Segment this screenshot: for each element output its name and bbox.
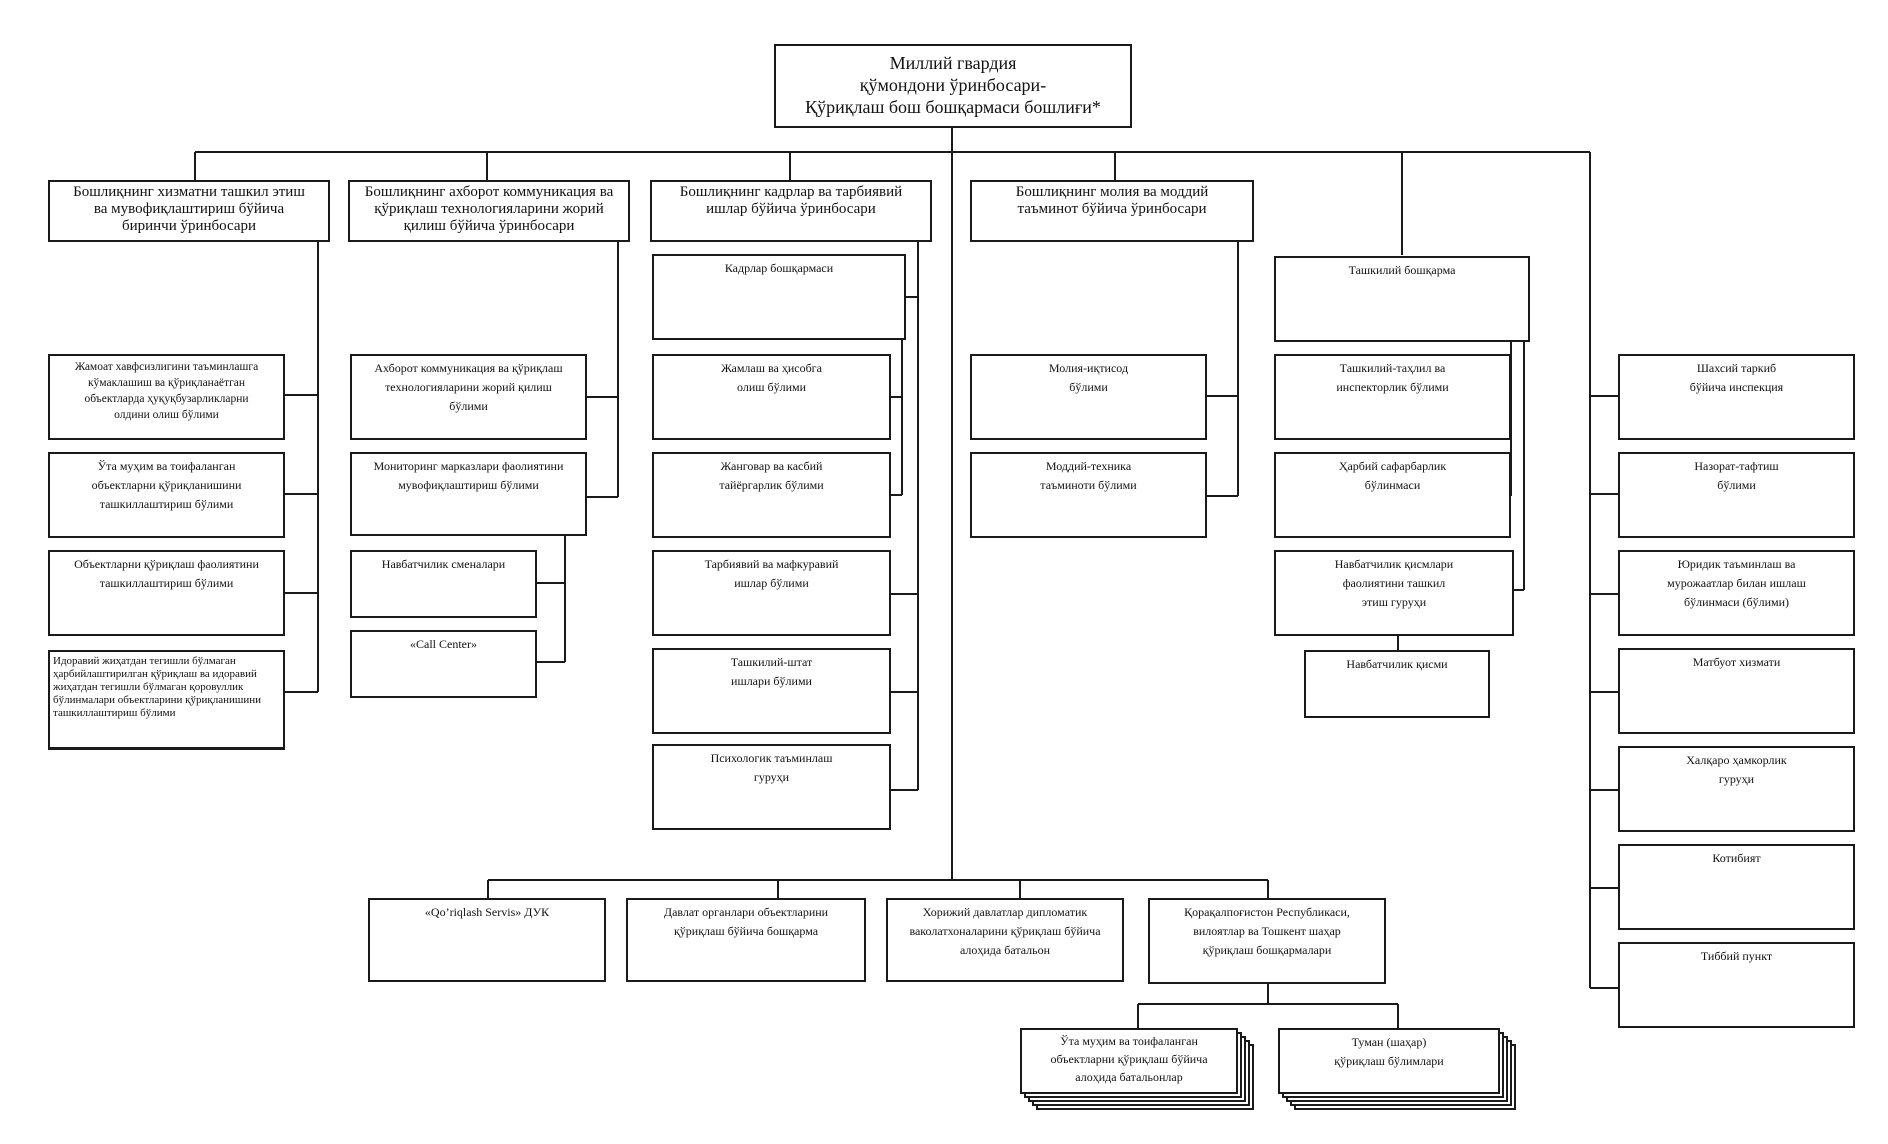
bottom-state-bodies-box: Давлат органлари объектларини қўриқлаш б… bbox=[626, 898, 866, 982]
col3-personnel-directorate-box: Кадрлар бошқармаси bbox=[652, 254, 906, 340]
col2-duty-shifts-box: Навбатчилик сменалари bbox=[350, 550, 537, 618]
sub-district-departments-box: Туман (шаҳар) қўриқлаш бўлимлари bbox=[1278, 1028, 1500, 1094]
finance-deputy-box: Бошлиқнинг молия ва моддий таъминот бўйи… bbox=[970, 180, 1254, 242]
ict-deputy-box: Бошлиқнинг ахборот коммуникация ва қўриқ… bbox=[348, 180, 630, 242]
first-deputy-box: Бошлиқнинг хизматни ташкил этиш ва мувоф… bbox=[48, 180, 330, 242]
col5-duty-units-group-box: Навбатчилик қисмлари фаолиятини ташкил э… bbox=[1274, 550, 1514, 636]
col5-organizational-directorate-box: Ташкилий бошқарма bbox=[1274, 256, 1530, 342]
col5-analysis-inspection-box: Ташкилий-таҳлил ва инспекторлик бўлими bbox=[1274, 354, 1511, 440]
col2-monitoring-box: Мониторинг марказлари фаолиятини мувофиқ… bbox=[350, 452, 587, 536]
col1-non-departmental-box: Идоравий жиҳатдан тегишли бўлмаган ҳарби… bbox=[48, 650, 285, 750]
col3-records-box: Жамлаш ва ҳисобга олиш бўлими bbox=[652, 354, 891, 440]
col3-ideological-box: Тарбиявий ва мафкуравий ишлар бўлими bbox=[652, 550, 891, 636]
root-commander-box: Миллий гвардия қўмондони ўринбосари- Қўр… bbox=[774, 44, 1132, 128]
sub-special-battalions-box: Ўта муҳим ва тоифаланган объектларни қўр… bbox=[1020, 1028, 1238, 1094]
col6-audit-box: Назорат-тафтиш бўлими bbox=[1618, 452, 1855, 538]
col6-international-box: Халқаро ҳамкорлик гуруҳи bbox=[1618, 746, 1855, 832]
col3-psychology-box: Психологик таъминлаш гуруҳи bbox=[652, 744, 891, 830]
col4-finance-economics-box: Молия-иқтисод бўлими bbox=[970, 354, 1207, 440]
bottom-regional-directorates-box: Қорақалпоғистон Республикаси, вилоятлар … bbox=[1148, 898, 1386, 984]
col1-critical-objects-box: Ўта муҳим ва тоифаланган объектларни қўр… bbox=[48, 452, 285, 538]
col3-combat-training-box: Жанговар ва касбий тайёргарлик бўлими bbox=[652, 452, 891, 538]
col2-call-center-box: «Call Center» bbox=[350, 630, 537, 698]
bottom-qoriqlash-servis-box: «Qo’riqlash Servis» ДУК bbox=[368, 898, 606, 982]
bottom-diplomatic-battalion-box: Хорижий давлатлар дипломатик ваколатхона… bbox=[886, 898, 1124, 982]
personnel-deputy-box: Бошлиқнинг кадрлар ва тарбиявий ишлар бў… bbox=[650, 180, 932, 242]
col6-medical-point-box: Тиббий пункт bbox=[1618, 942, 1855, 1028]
col2-ict-dept-box: Ахборот коммуникация ва қўриқлаш техноло… bbox=[350, 354, 587, 440]
col4-logistics-box: Моддий-техника таъминоти бўлими bbox=[970, 452, 1207, 538]
col1-objects-protection-box: Объектларни қўриқлаш фаолиятини ташкилла… bbox=[48, 550, 285, 636]
col6-personnel-inspection-box: Шахсий таркиб бўйича инспекция bbox=[1618, 354, 1855, 440]
col6-press-service-box: Матбуот хизмати bbox=[1618, 648, 1855, 734]
col5-mobilization-box: Ҳарбий сафарбарлик бўлинмаси bbox=[1274, 452, 1511, 538]
col6-legal-box: Юридик таъминлаш ва мурожаатлар билан иш… bbox=[1618, 550, 1855, 636]
col1-public-safety-box: Жамоат хавфсизлигини таъминлашга кўмакла… bbox=[48, 354, 285, 440]
col5-duty-unit-box: Навбатчилик қисми bbox=[1304, 650, 1490, 718]
col3-staffing-box: Ташкилий-штат ишлари бўлими bbox=[652, 648, 891, 734]
col6-secretariat-box: Котибият bbox=[1618, 844, 1855, 930]
